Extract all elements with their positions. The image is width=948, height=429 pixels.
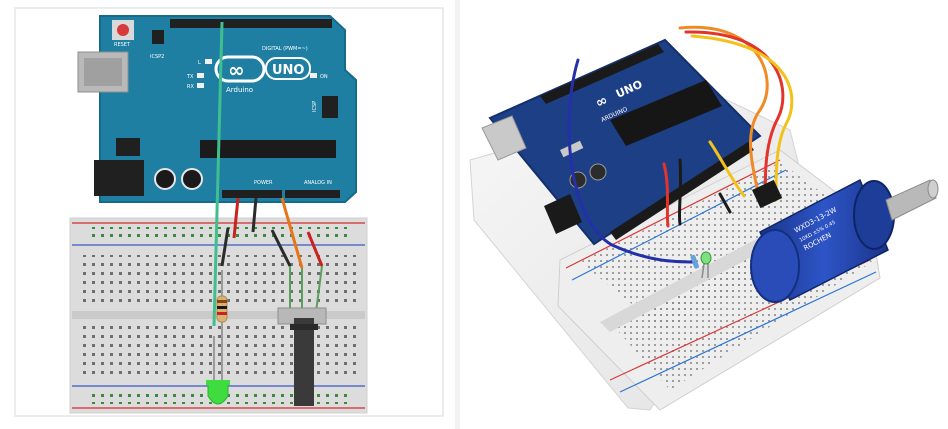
- orange-wire: [678, 25, 769, 202]
- ground-wire: [251, 197, 258, 233]
- icsp-label: ICSP: [312, 101, 318, 112]
- photo-panel: ∞ UNO ARDUINO: [460, 0, 948, 429]
- breadboard-diagram: RESET ICSP2 DIGITAL (PWM=~) L TX RX ON ∞: [14, 7, 444, 417]
- led: [700, 251, 712, 279]
- board-model: UNO: [272, 63, 305, 78]
- arduino-uno-board: RESET ICSP2 DIGITAL (PWM=~) L TX RX ON ∞: [77, 15, 357, 203]
- potentiometer: WXD3-13-2W 10KΩ ±5% 0.45 ROCHEN: [750, 178, 939, 303]
- reset-label: RESET: [114, 42, 131, 48]
- breadboard-diagram-panel: RESET ICSP2 DIGITAL (PWM=~) L TX RX ON ∞: [0, 0, 455, 429]
- resistor: [216, 270, 228, 342]
- led: [206, 336, 230, 405]
- signal-wire: [212, 21, 224, 327]
- analog-wire: [280, 197, 304, 269]
- board-brand: Arduino: [226, 86, 253, 94]
- black-wire: [677, 158, 683, 226]
- tx-label: TX: [186, 74, 194, 80]
- infinity-logo-icon: ∞: [228, 58, 245, 82]
- digital-label: DIGITAL (PWM=~): [262, 46, 308, 52]
- arduino-uno-board: ∞ UNO ARDUINO: [481, 38, 762, 246]
- power-wire: [232, 197, 240, 239]
- wires: [567, 25, 794, 264]
- rx-label: RX: [187, 84, 194, 90]
- potentiometer: [277, 265, 327, 406]
- power-label: POWER: [254, 180, 273, 186]
- wires: [212, 21, 324, 327]
- analog-label: ANALOG IN: [304, 180, 332, 186]
- led-l-label: L: [198, 60, 201, 66]
- panel-divider: [455, 0, 460, 429]
- resistor: [690, 254, 699, 269]
- icsp2-label: ICSP2: [150, 54, 164, 60]
- red-wire: [684, 30, 785, 204]
- on-label: ON: [320, 74, 328, 80]
- photo-rendering: ∞ UNO ARDUINO: [469, 25, 939, 411]
- blue-wire: [567, 58, 698, 264]
- yellow-wire: [690, 34, 794, 202]
